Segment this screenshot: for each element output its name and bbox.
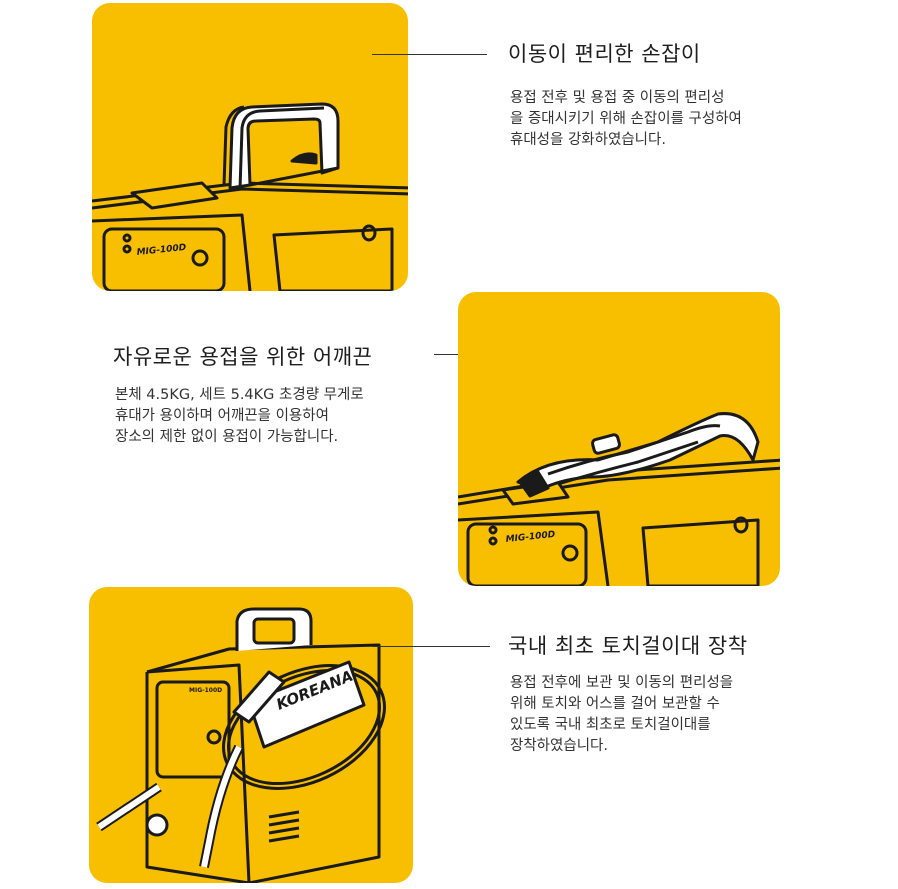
section-desc-torch-holder: 용접 전후에 보관 및 이동의 편리성을 위해 토치와 어스를 걸어 보관할 수… [510,673,733,757]
desc-line: 있도록 국내 최초로 토치걸이대를 [510,717,711,733]
desc-line: 장소의 제한 없이 용접이 가능합니다. [115,429,339,445]
handle-illustration: MIG-100D [92,102,408,291]
machine-model-label: MIG-100D [505,530,556,545]
torch-holder-leader-line [372,646,490,647]
desc-line: 용접 전후에 보관 및 이동의 편리성을 [510,675,734,691]
machine-model-label: MIG-100D [136,243,187,258]
strap-illustration-panel: MIG-100D [458,292,780,586]
section-title-torch-holder: 국내 최초 토치걸이대 장착 [508,634,748,658]
desc-line: 위해 토치와 어스를 걸어 보관할 수 [510,696,720,712]
handle-leader-line [372,54,487,55]
handle-illustration-panel: MIG-100D [92,3,408,291]
machine-model-label: MIG-100D [189,687,222,694]
torch-holder-illustration: KOREANA MIG-100D [96,607,386,883]
desc-line: 을 증대시키기 위해 손잡이를 구성하여 [510,111,742,127]
strap-illustration: MIG-100D [458,412,780,586]
section-title-strap: 자유로운 용접을 위한 어깨끈 [113,345,373,369]
desc-line: 본체 4.5KG, 세트 5.4KG 초경량 무게로 [115,387,364,403]
desc-line: 휴대성을 강화하였습니다. [510,132,666,148]
desc-line: 용접 전후 및 용접 중 이동의 편리성 [510,90,725,106]
section-desc-strap: 본체 4.5KG, 세트 5.4KG 초경량 무게로 휴대가 용이하며 어깨끈을… [115,385,364,448]
torch-holder-illustration-panel: KOREANA MIG-100D [89,587,413,883]
section-desc-handle: 용접 전후 및 용접 중 이동의 편리성 을 증대시키기 위해 손잡이를 구성하… [510,88,742,151]
section-title-handle: 이동이 편리한 손잡이 [508,42,701,66]
desc-line: 장착하였습니다. [510,738,608,754]
desc-line: 휴대가 용이하며 어깨끈을 이용하여 [115,408,329,424]
